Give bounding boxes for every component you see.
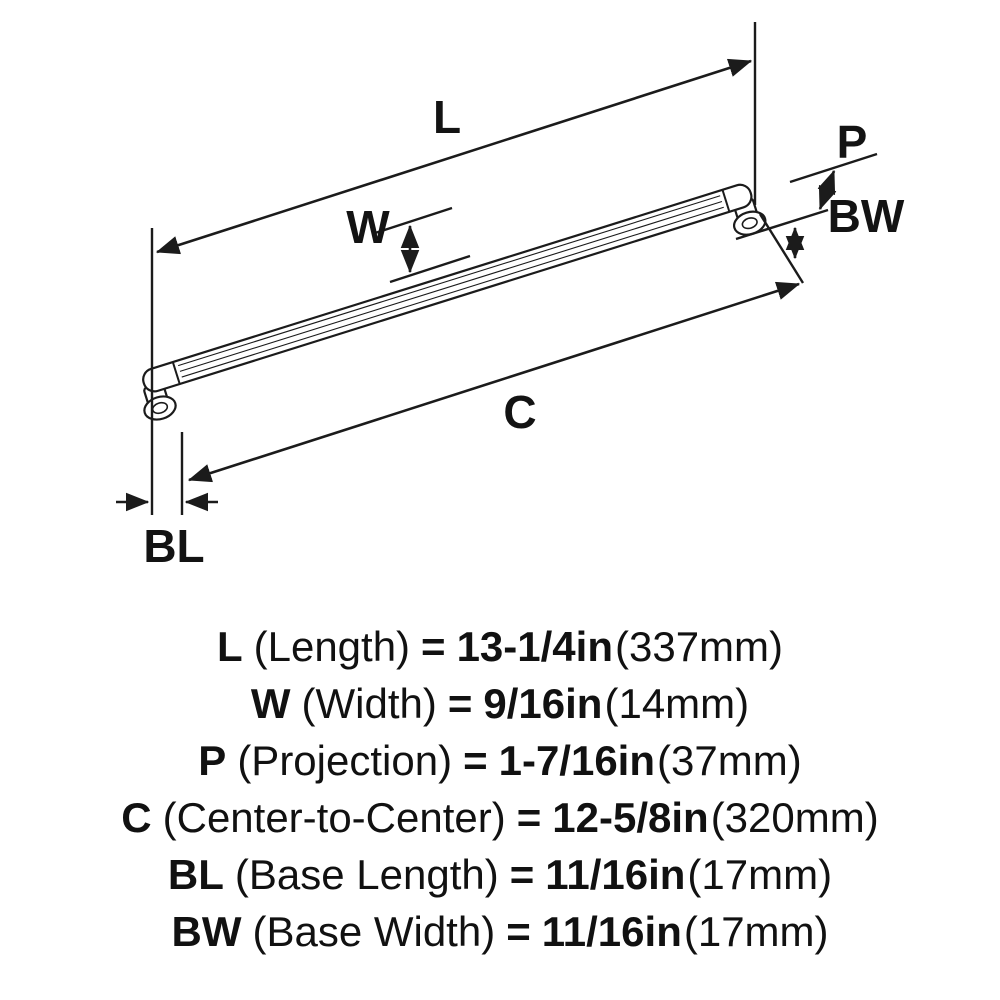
- legend-value: 12-5/8in: [552, 794, 709, 841]
- legend-symbol: BL: [167, 851, 224, 898]
- product-dimension-diagram: L W P BW C BL: [116, 22, 905, 572]
- dimension-legend: L (Length) = 13-1/4in (337mm) W (Width) …: [0, 618, 1000, 960]
- legend-symbol: P: [198, 737, 227, 784]
- legend-metric: (320mm): [710, 794, 879, 841]
- legend-symbol: BW: [171, 908, 242, 955]
- legend-metric: (14mm): [604, 680, 750, 727]
- l-dimension-arrow: [155, 58, 753, 255]
- w-dimension-label: W: [346, 201, 390, 253]
- legend-metric: (337mm): [615, 623, 784, 670]
- p-upper-extension-line: [789, 152, 878, 184]
- legend-value: 11/16in: [545, 851, 686, 898]
- legend-name: (Projection): [237, 737, 453, 784]
- p-dimension-arrow: [817, 169, 837, 211]
- legend-name: (Center-to-Center): [162, 794, 506, 841]
- legend-row-projection: P (Projection) = 1-7/16in (37mm): [0, 732, 1000, 789]
- dimension-BL: BL: [116, 492, 218, 572]
- bl-dimension-label: BL: [143, 520, 204, 572]
- legend-value: 9/16in: [483, 680, 603, 727]
- legend-equals: =: [447, 680, 473, 727]
- legend-metric: (17mm): [683, 908, 829, 955]
- legend-row-center-to-center: C (Center-to-Center) = 12-5/8in (320mm): [0, 789, 1000, 846]
- c-dimension-arrow: [187, 281, 801, 483]
- dimension-L: L: [155, 58, 753, 255]
- legend-row-base-length: BL (Base Length) = 11/16in (17mm): [0, 846, 1000, 903]
- legend-name: (Length): [253, 623, 411, 670]
- legend-name: (Base Width): [252, 908, 496, 955]
- legend-equals: =: [516, 794, 542, 841]
- legend-equals: =: [421, 623, 446, 670]
- legend-row-width: W (Width) = 9/16in (14mm): [0, 675, 1000, 732]
- dimension-BW: BW: [785, 190, 905, 260]
- legend-row-length: L (Length) = 13-1/4in (337mm): [0, 618, 1000, 675]
- legend-name: (Base Length): [234, 851, 499, 898]
- legend-row-base-width: BW (Base Width) = 11/16in (17mm): [0, 903, 1000, 960]
- legend-symbol: L: [216, 623, 243, 670]
- legend-value: 11/16in: [541, 908, 682, 955]
- dimension-W: W: [346, 201, 420, 274]
- dimension-C: C: [187, 281, 801, 483]
- legend-value: 1-7/16in: [498, 737, 656, 784]
- legend-metric: (37mm): [657, 737, 802, 784]
- dimension-P: P: [817, 116, 868, 211]
- legend-symbol: W: [250, 680, 291, 727]
- legend-symbol: C: [121, 794, 152, 841]
- p-dimension-label: P: [837, 116, 868, 168]
- legend-equals: =: [506, 908, 531, 955]
- l-dimension-label: L: [433, 91, 461, 143]
- legend-equals: =: [509, 851, 535, 898]
- c-dimension-label: C: [503, 386, 536, 438]
- w-lower-extension-line: [389, 254, 471, 284]
- legend-name: (Width): [301, 680, 437, 727]
- legend-equals: =: [463, 737, 488, 784]
- legend-metric: (17mm): [687, 851, 833, 898]
- c-right-extension-line: [758, 213, 805, 284]
- handle-drawing: [142, 183, 767, 421]
- handle-left-collar: [171, 361, 181, 385]
- bw-dimension-label: BW: [828, 190, 905, 242]
- legend-value: 13-1/4in: [456, 623, 613, 670]
